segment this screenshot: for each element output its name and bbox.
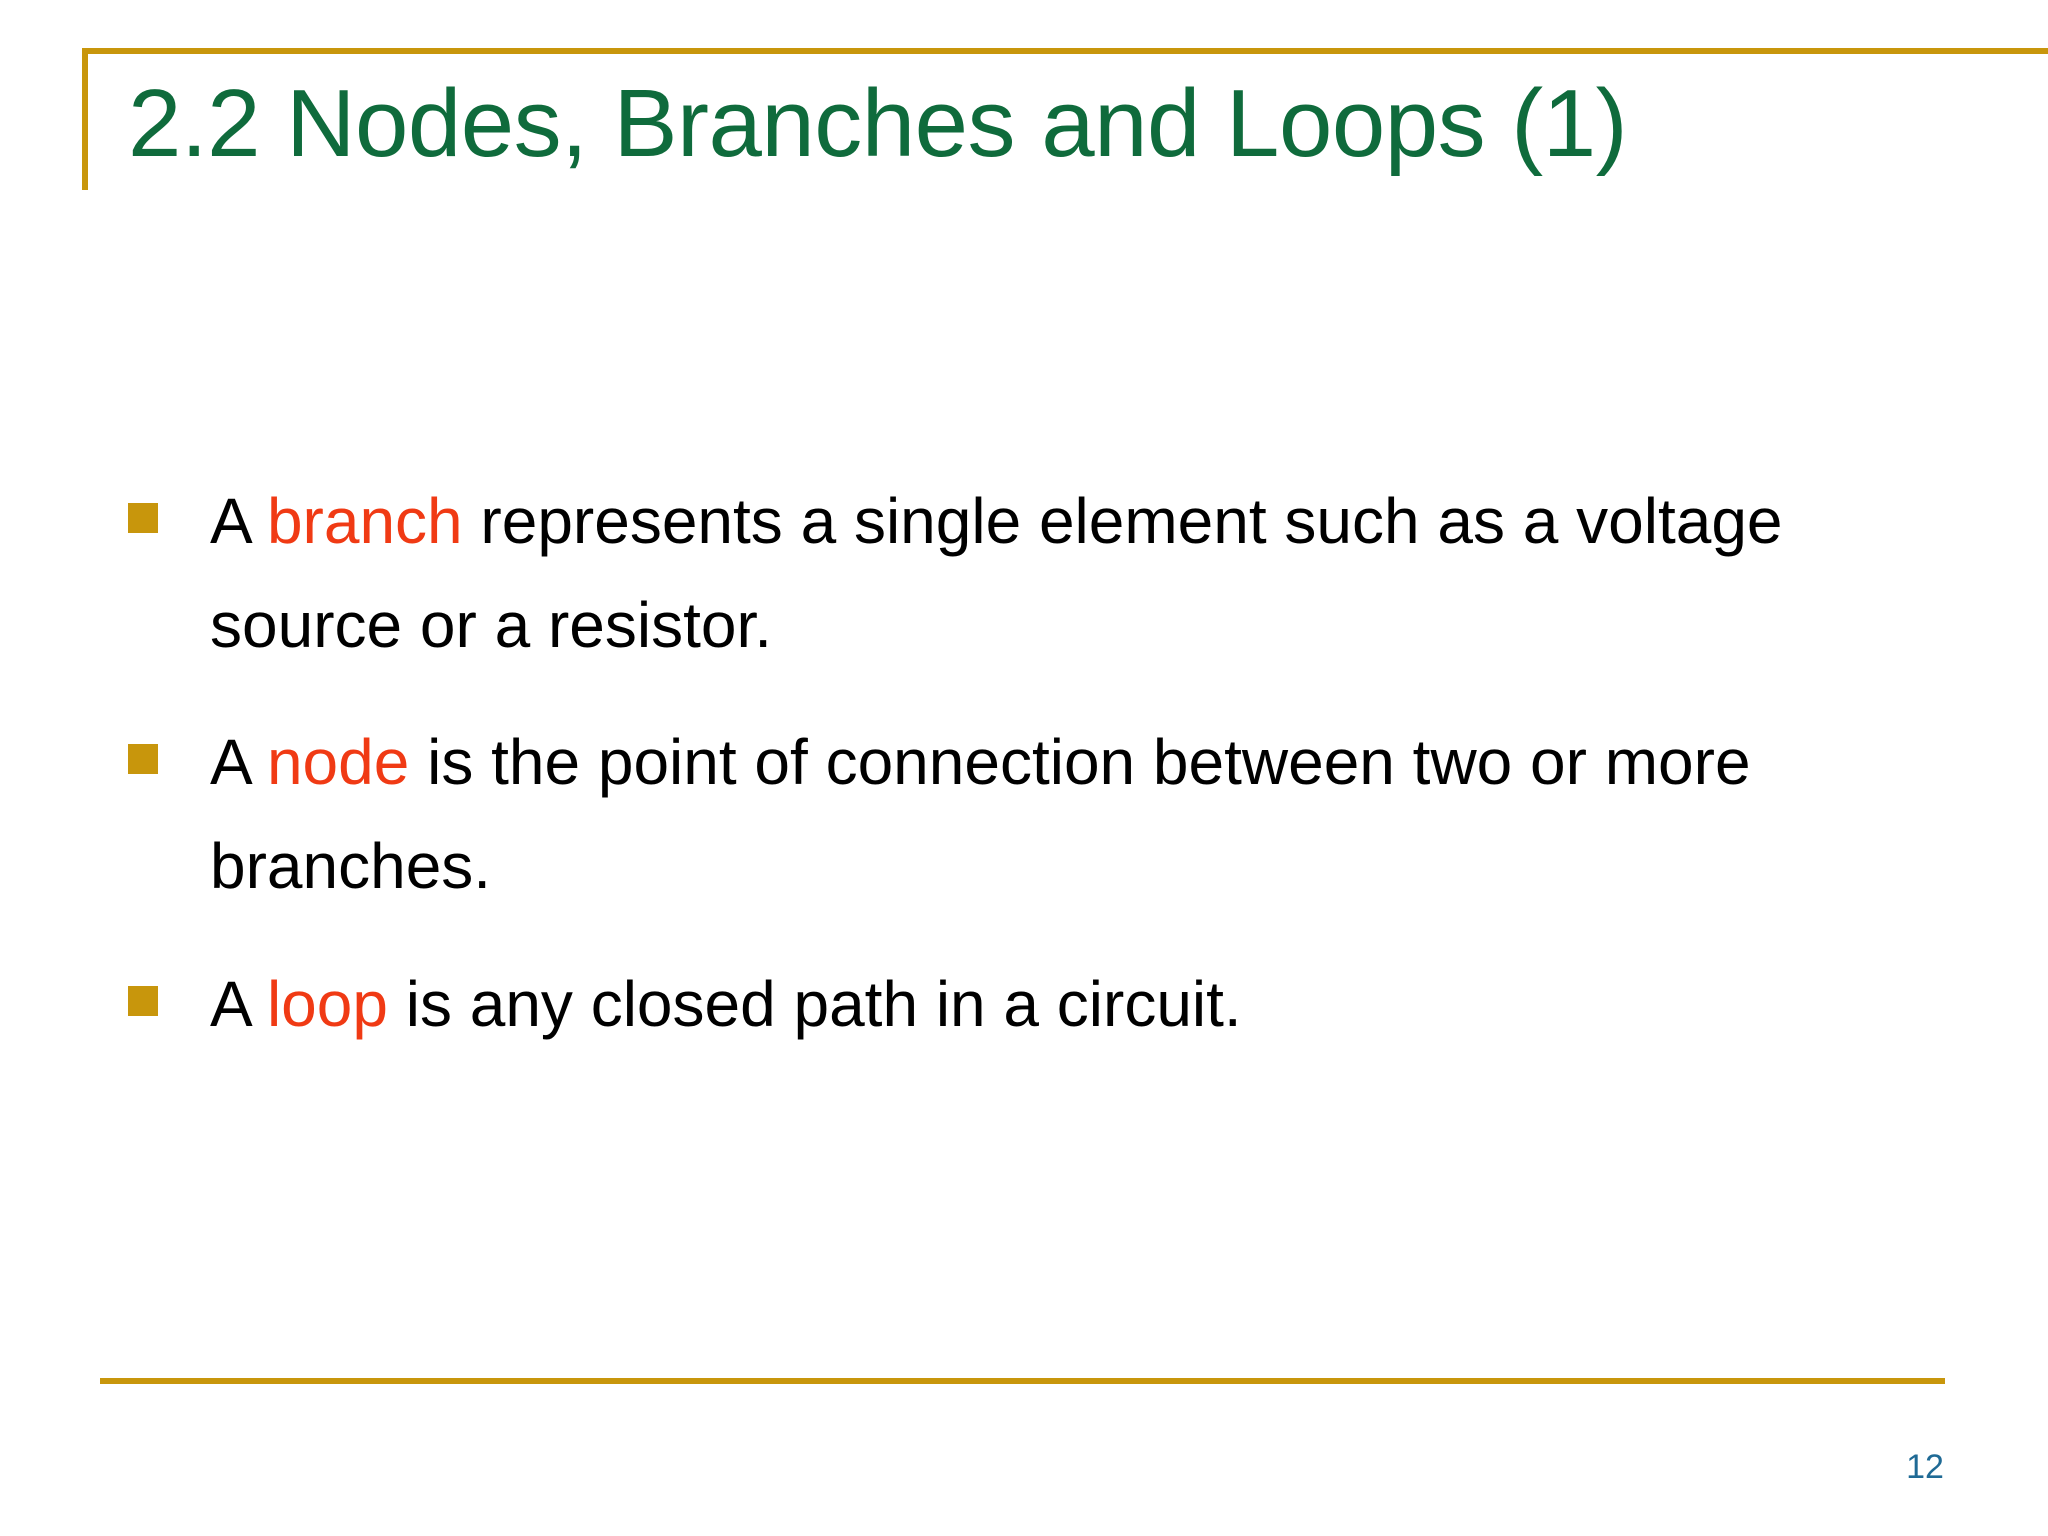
bullet-keyword: branch bbox=[266, 485, 463, 557]
bullet-prefix: A bbox=[210, 967, 267, 1040]
bullet-suffix: represents a single element such as a vo… bbox=[210, 485, 1783, 661]
bullet-suffix: is any closed path in a circuit. bbox=[387, 967, 1242, 1040]
list-item: A branch represents a single element suc… bbox=[120, 470, 1928, 677]
bullet-list: A branch represents a single element suc… bbox=[120, 470, 1928, 1090]
bullet-suffix: is the point of connection between two o… bbox=[210, 726, 1751, 903]
bullet-keyword: loop bbox=[266, 967, 388, 1040]
square-bullet-icon bbox=[128, 744, 158, 775]
list-item-text: A node is the point of connection betwee… bbox=[210, 711, 1928, 918]
bullet-prefix: A bbox=[210, 485, 267, 557]
footer-divider bbox=[100, 1378, 1945, 1384]
list-item-text: A branch represents a single element suc… bbox=[210, 470, 1928, 677]
square-bullet-icon bbox=[128, 985, 158, 1016]
page-number: 12 bbox=[1906, 1448, 1944, 1486]
title-frame: 2.2 Nodes, Branches and Loops (1) bbox=[82, 48, 2048, 190]
square-bullet-icon bbox=[128, 503, 158, 533]
list-item-text: A loop is any closed path in a circuit. bbox=[210, 953, 1928, 1057]
list-item: A node is the point of connection betwee… bbox=[120, 711, 1928, 918]
page-title: 2.2 Nodes, Branches and Loops (1) bbox=[128, 70, 1628, 177]
list-item: A loop is any closed path in a circuit. bbox=[120, 953, 1928, 1057]
bullet-keyword: node bbox=[266, 726, 410, 799]
bullet-prefix: A bbox=[210, 726, 267, 799]
